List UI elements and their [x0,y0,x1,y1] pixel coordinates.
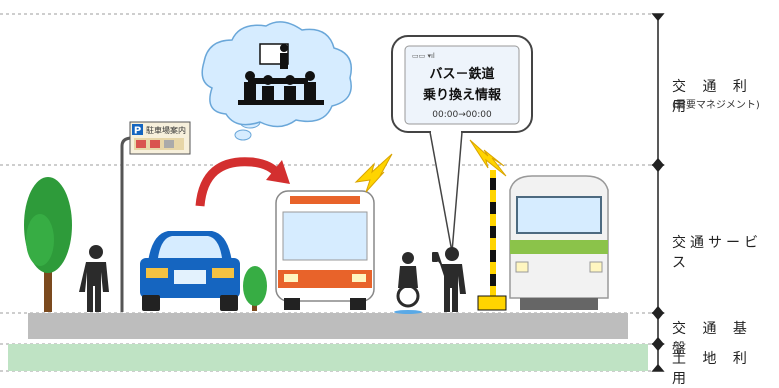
bush-icon [243,266,267,311]
land-use-ground [8,344,648,371]
transfer-arrow-icon [195,157,290,207]
layer-label-land-use: 土 地 利 用 [672,351,753,387]
signal-bolt-icon [354,139,507,193]
tree-icon [24,177,72,312]
phone-time: 00:00→00:00 [432,110,492,120]
layer-label-transport-service: 交通サービス [672,235,762,271]
phone-line2: 乗り換え情報 [422,87,502,103]
pedestrian-icon [79,245,109,312]
layer-bracket [651,13,665,372]
person-with-phone-icon [432,247,466,312]
phone-info-display: ▭▭ ▾ıl バス－鉄道 乗り換え情報 00:00→00:00 [391,35,533,253]
railway-barrier [477,170,507,311]
cyclist-icon [394,252,422,314]
layer-label-transport-infrastructure: 交 通 基 盤 [672,321,753,357]
meeting-icon [238,43,324,105]
bus-icon [275,190,375,310]
car-icon [140,231,240,311]
layer-sub-demand-management: (需要マネジメント) [672,100,760,111]
parking-sign-text: 駐車場案内 [146,125,186,135]
thought-bubble [201,21,352,141]
layer-label-transport-use: 交 通 利 用 [672,79,753,115]
train-icon [509,175,609,310]
infrastructure-ground [28,313,628,339]
parking-sign-letter: P [134,126,141,137]
svg-text:▭▭ ▾ıl: ▭▭ ▾ıl [412,52,435,60]
parking-guidance-sign: P 駐車場案内 [120,121,191,312]
transport-layers-diagram: P 駐車場案内 [0,13,665,372]
phone-line1: バス－鉄道 [429,66,494,82]
